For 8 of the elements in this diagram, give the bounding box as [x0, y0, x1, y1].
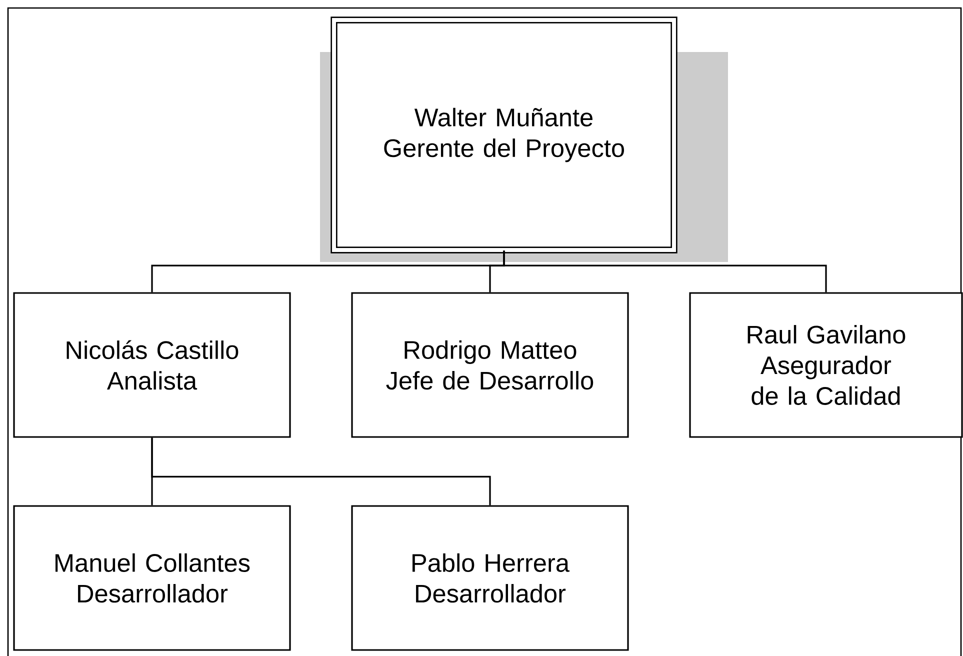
person-box: Raul Gavilano Asegurador de la Calidad: [689, 292, 963, 438]
connector-line: [503, 250, 827, 292]
person-box: Manuel Collantes Desarrollador: [13, 505, 291, 651]
manager-box: Walter Muñante Gerente del Proyecto: [330, 16, 678, 254]
connector-line: [151, 438, 491, 506]
person-box: Nicolás Castillo Analista: [13, 292, 291, 438]
person-box: Pablo Herrera Desarrollador: [351, 505, 629, 651]
person-box: Rodrigo Matteo Jefe de Desarrollo: [351, 292, 629, 438]
